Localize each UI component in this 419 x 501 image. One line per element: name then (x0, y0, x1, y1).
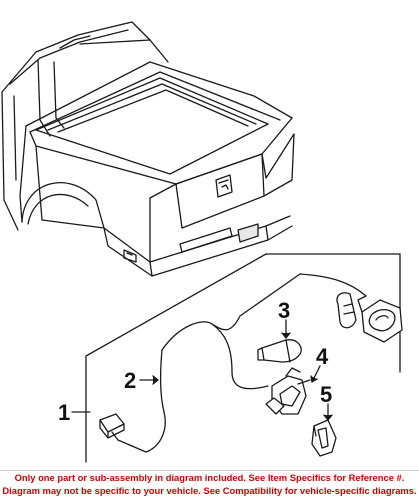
connector-plug-left (336, 292, 357, 329)
callout-3: 3 (278, 298, 290, 323)
parts-box (85, 253, 401, 463)
callout-1: 1 (58, 400, 70, 425)
harness-connector (99, 413, 125, 439)
socket-part (265, 367, 311, 415)
disclaimer-footer: Only one part or sub-assembly in diagram… (0, 470, 419, 501)
lens-part (311, 419, 337, 457)
parts-diagram: 1 2 3 4 5 (1, 21, 403, 463)
bulb-part (257, 339, 302, 363)
leader-lines (71, 319, 333, 421)
callout-5: 5 (320, 382, 332, 407)
truck-illustration (1, 21, 295, 277)
disclaimer-line-1: Only one part or sub-assembly in diagram… (14, 472, 405, 483)
wiring-harness (111, 273, 367, 453)
connector-plug-right (357, 295, 403, 343)
callout-2: 2 (124, 368, 136, 393)
disclaimer-line-2: Diagram may not be specific to your vehi… (2, 485, 417, 496)
diagram-canvas: 1 2 3 4 5 (1, 21, 403, 463)
callout-4: 4 (316, 344, 329, 369)
